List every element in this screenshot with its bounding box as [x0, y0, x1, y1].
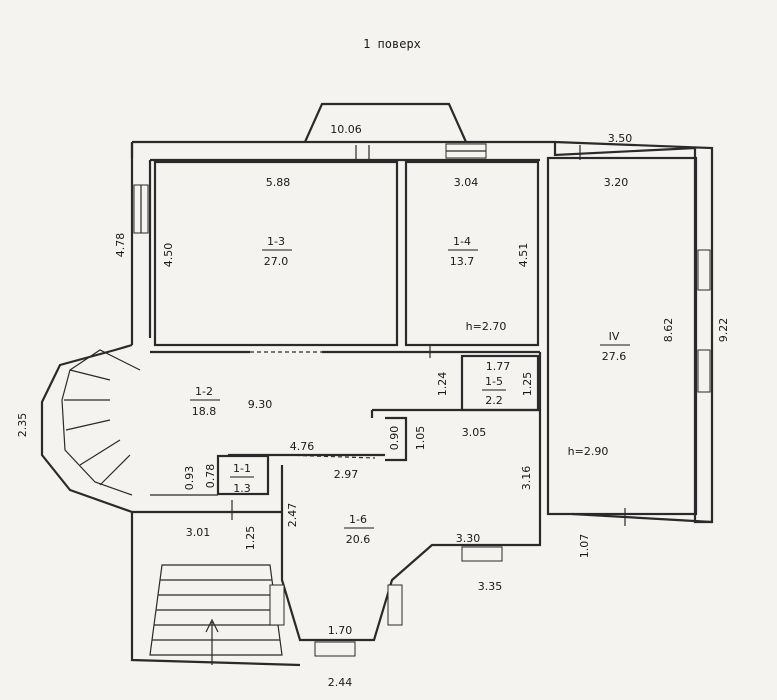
dimension-label: 1.25 [521, 372, 534, 397]
window-icon [461, 546, 503, 562]
room-1-2-label: 1-2 18.8 [190, 385, 220, 418]
window-icon [314, 641, 356, 657]
room-id: 1-6 [349, 513, 367, 526]
dimension-label: 0.93 [183, 466, 196, 491]
dimension-label: 3.05 [462, 426, 487, 439]
room-1-6-outline [280, 408, 542, 642]
room-1-1-outline [216, 454, 270, 496]
room-area: 18.8 [192, 405, 217, 418]
spiral-stair-treads [64, 369, 131, 486]
room-id: 1-2 [195, 385, 213, 398]
dimension-label: 9.22 [717, 318, 730, 343]
ceiling-height-label: h=2.90 [568, 445, 609, 458]
dimension-label: 1.07 [578, 534, 591, 559]
room-id: 1-3 [267, 235, 285, 248]
room-area: 13.7 [450, 255, 475, 268]
dimension-label: 3.16 [520, 466, 533, 491]
room-id: 1-4 [453, 235, 471, 248]
room-1-3-outline [153, 160, 399, 347]
dimension-label: 10.06 [330, 123, 362, 136]
dimension-label: 4.51 [517, 243, 530, 268]
dimension-label: 2.97 [334, 468, 359, 481]
dimension-label: 4.76 [290, 440, 315, 453]
plan-title: 1 поверх [363, 37, 421, 51]
window-icon [387, 584, 403, 626]
dimension-label: 1.24 [436, 372, 449, 397]
entrance-stair-treads [152, 579, 280, 641]
dimension-label: 3.35 [478, 580, 503, 593]
dimensions: 10.06 3.50 5.88 3.04 3.20 1.77 9.30 4.76… [186, 123, 633, 689]
stair-hall-outer [40, 343, 301, 667]
dimension-label: 0.78 [204, 464, 217, 489]
room-area: 1.3 [233, 482, 251, 495]
room-1-4-label: 1-4 13.7 [448, 235, 478, 268]
dimension-label: 1.77 [486, 360, 511, 373]
dimension-label: 1.05 [414, 426, 427, 451]
dimension-label: 8.62 [662, 318, 675, 343]
room-1-3-label: 1-3 27.0 [262, 235, 292, 268]
windows [133, 143, 711, 657]
dimension-label: 3.01 [186, 526, 211, 539]
wall-ticks [231, 145, 626, 526]
room-area: 20.6 [346, 533, 371, 546]
room-id: 1-5 [485, 375, 503, 388]
room-1-5-label: 1-5 2.2 [482, 375, 506, 407]
window-icon [697, 249, 711, 291]
room-1-4-outline [404, 160, 540, 347]
dimension-label: 9.30 [248, 398, 273, 411]
window-icon [269, 584, 285, 626]
wall-segment [571, 512, 713, 524]
dimension-label: 5.88 [266, 176, 291, 189]
dimension-label: 2.35 [16, 413, 29, 438]
spiral-stair [61, 349, 141, 496]
dimension-label: 4.78 [114, 233, 127, 258]
dimension-label: 2.44 [328, 676, 353, 689]
room-IV-outline [546, 156, 698, 516]
room-1-1-label: 1-1 1.3 [230, 462, 254, 495]
dimension-label: 3.20 [604, 176, 629, 189]
dimension-label: 1.70 [328, 624, 353, 637]
bay-window-wall [303, 102, 468, 143]
room-IV-label: IV 27.6 [600, 330, 630, 363]
room-1-6-label: 1-6 20.6 [344, 513, 374, 546]
dimension-label: 0.90 [388, 426, 401, 451]
dimension-label: 2.47 [286, 503, 299, 528]
room-id: IV [609, 330, 620, 343]
dimension-label: 3.50 [608, 132, 633, 145]
dimension-label: 1.25 [244, 526, 257, 551]
partition-0-90 [385, 416, 408, 462]
room-area: 2.2 [485, 394, 503, 407]
dimension-label: 4.50 [162, 243, 175, 268]
room-area: 27.0 [264, 255, 289, 268]
open-boundary-2 [281, 454, 376, 459]
ceiling-height-label: h=2.70 [466, 320, 507, 333]
room-area: 27.6 [602, 350, 627, 363]
room-id: 1-1 [233, 462, 251, 475]
arrow-up-icon [205, 618, 219, 665]
dimension-label: 3.30 [456, 532, 481, 545]
vertical-dimensions: 4.78 4.50 4.51 8.62 9.22 1.24 1.25 2.35 … [16, 233, 730, 559]
dimension-label: 3.04 [454, 176, 479, 189]
window-icon [697, 349, 711, 393]
